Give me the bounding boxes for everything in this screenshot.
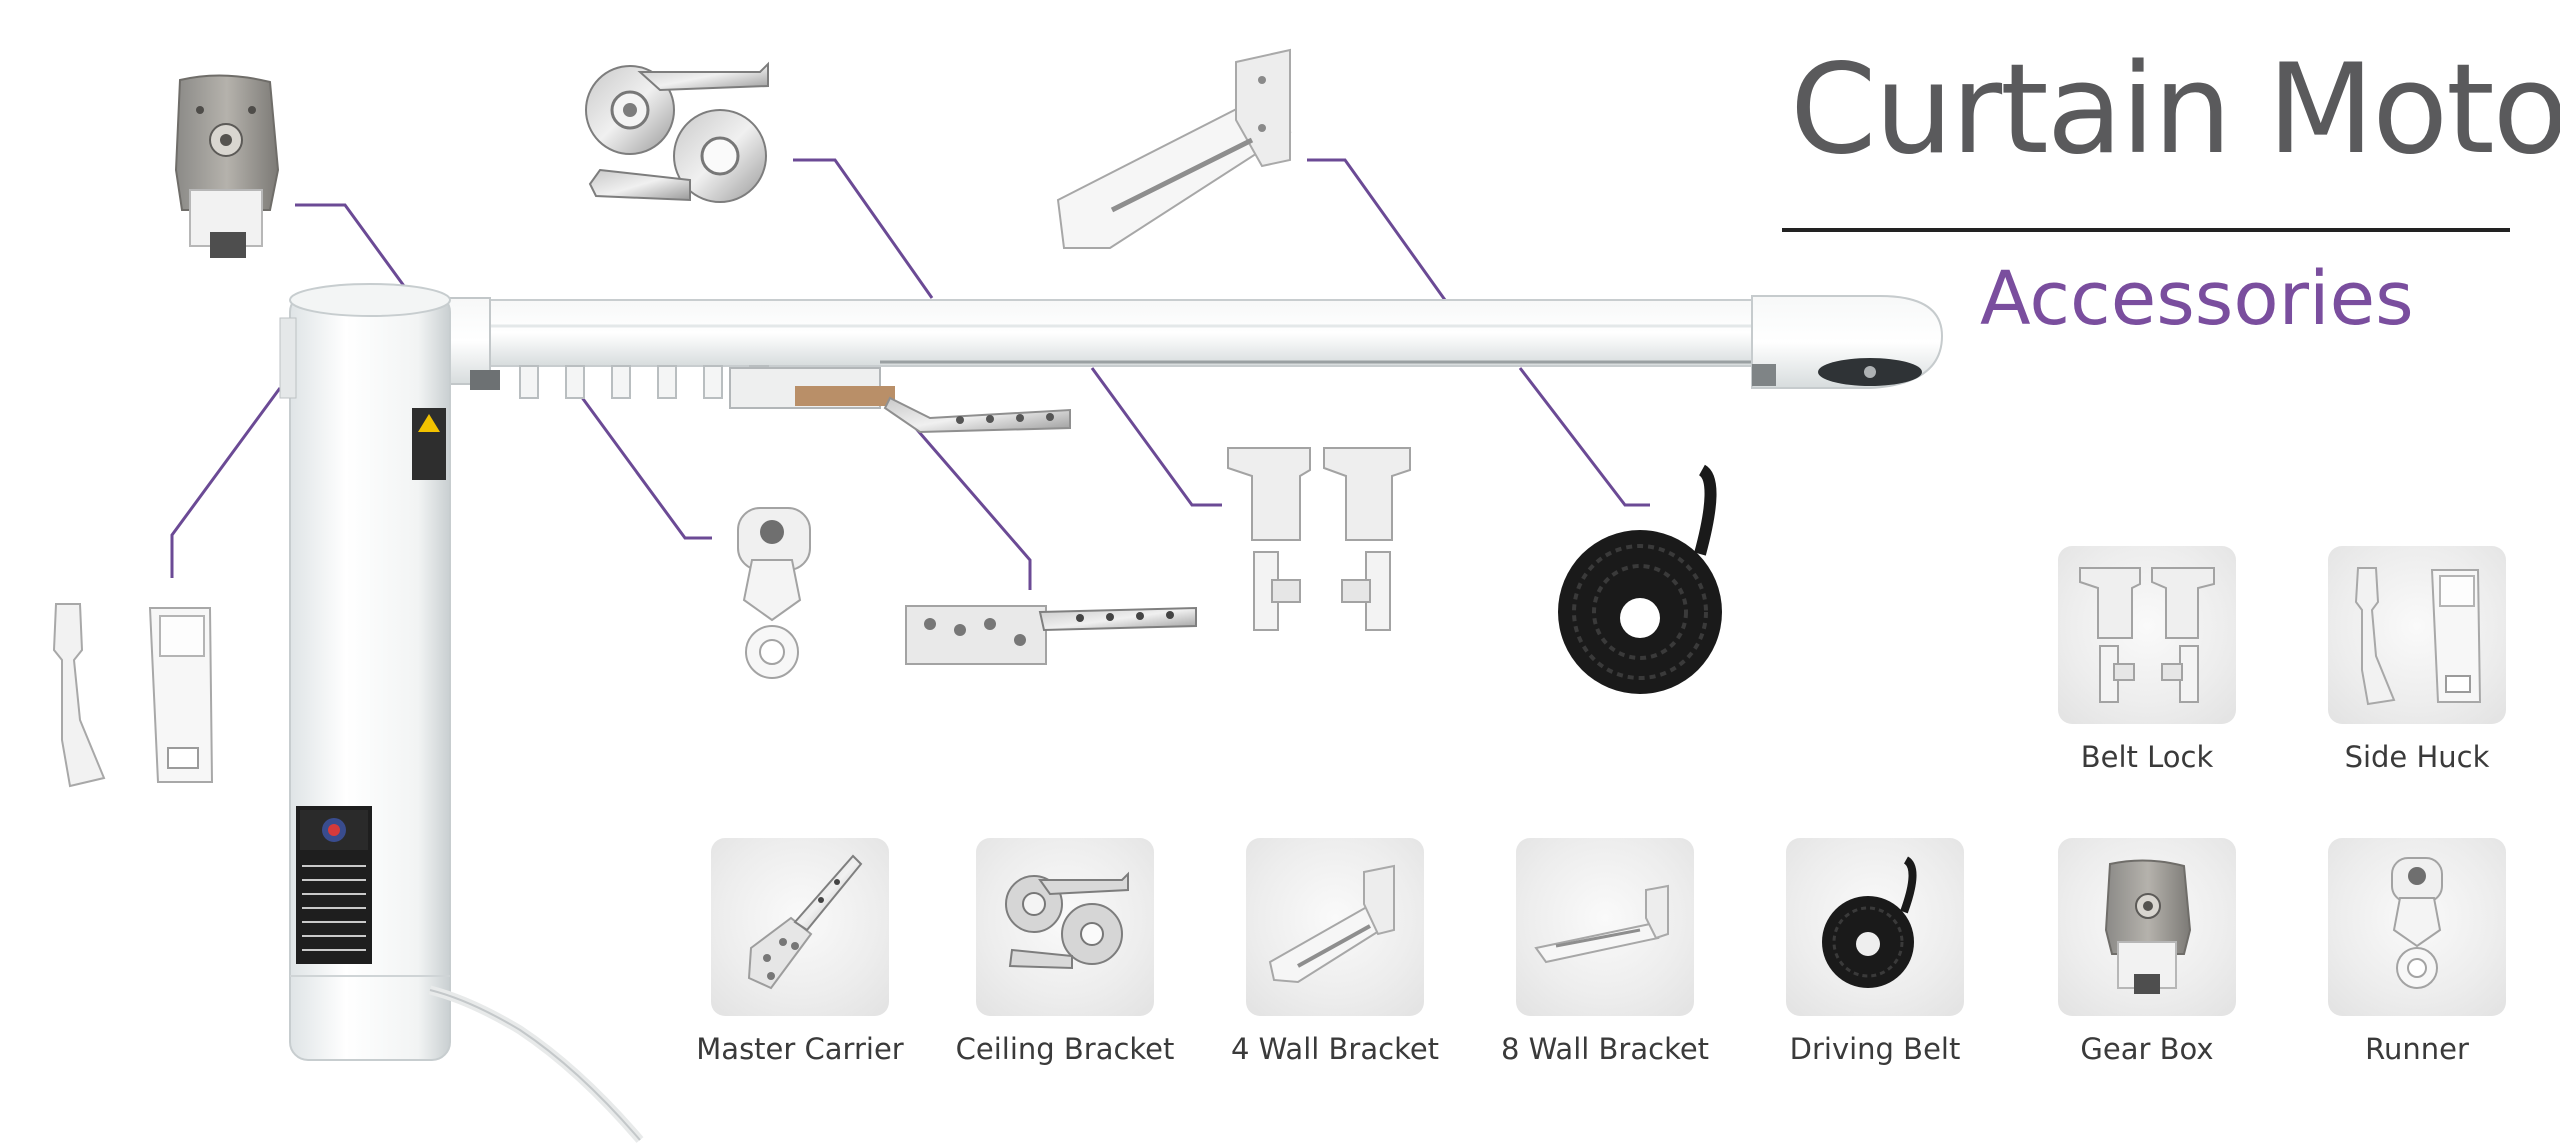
thumb-belt-lock bbox=[2058, 546, 2236, 724]
label-side-huck: Side Huck bbox=[2344, 740, 2490, 774]
runner-part bbox=[737, 507, 811, 679]
thumb-runner bbox=[2328, 838, 2506, 1016]
thumb-ceiling-bracket bbox=[976, 838, 1154, 1016]
thumb-wall-bracket-8 bbox=[1516, 838, 1694, 1016]
thumb-side-huck bbox=[2328, 546, 2506, 724]
label-wall-bracket-8: 8 Wall Bracket bbox=[1500, 1032, 1710, 1066]
driving-belt-icon bbox=[1822, 856, 1917, 988]
label-runner: Runner bbox=[2365, 1032, 2469, 1066]
master-carrier-part bbox=[905, 605, 1197, 665]
gear-box-part bbox=[174, 74, 280, 258]
page-title: Curtain Motor bbox=[1790, 38, 2560, 182]
ceiling-bracket-icon bbox=[1005, 871, 1129, 970]
label-wall-bracket-4: 4 Wall Bracket bbox=[1230, 1032, 1440, 1066]
page-subtitle: Accessories bbox=[1980, 256, 2414, 342]
belt-lock-part bbox=[1227, 447, 1411, 631]
label-belt-lock: Belt Lock bbox=[2080, 740, 2214, 774]
thumb-driving-belt bbox=[1786, 838, 1964, 1016]
master-carrier-icon bbox=[747, 854, 863, 990]
callout-lines bbox=[170, 158, 1650, 590]
thumb-master-carrier bbox=[711, 838, 889, 1016]
side-huck-icon bbox=[2354, 567, 2482, 706]
ceiling-bracket-part bbox=[585, 61, 769, 203]
runner-icon bbox=[2391, 857, 2443, 989]
thumb-wall-bracket-4 bbox=[1246, 838, 1424, 1016]
curtain-rail bbox=[471, 299, 1773, 367]
wall-bracket-4-icon bbox=[1268, 864, 1395, 984]
belt-lock-icon bbox=[2079, 567, 2215, 703]
wall-bracket-8-icon bbox=[1534, 884, 1669, 964]
driving-belt-part bbox=[1558, 464, 1722, 694]
wall-bracket-part bbox=[1056, 48, 1292, 249]
side-huck-part bbox=[52, 603, 214, 788]
gear-box-icon bbox=[2104, 859, 2192, 994]
label-ceiling-bracket: Ceiling Bracket bbox=[955, 1032, 1175, 1066]
thumb-gear-box bbox=[2058, 838, 2236, 1016]
title-divider bbox=[1782, 228, 2510, 232]
label-master-carrier: Master Carrier bbox=[696, 1032, 904, 1066]
label-gear-box: Gear Box bbox=[2080, 1032, 2214, 1066]
label-driving-belt: Driving Belt bbox=[1789, 1032, 1961, 1066]
